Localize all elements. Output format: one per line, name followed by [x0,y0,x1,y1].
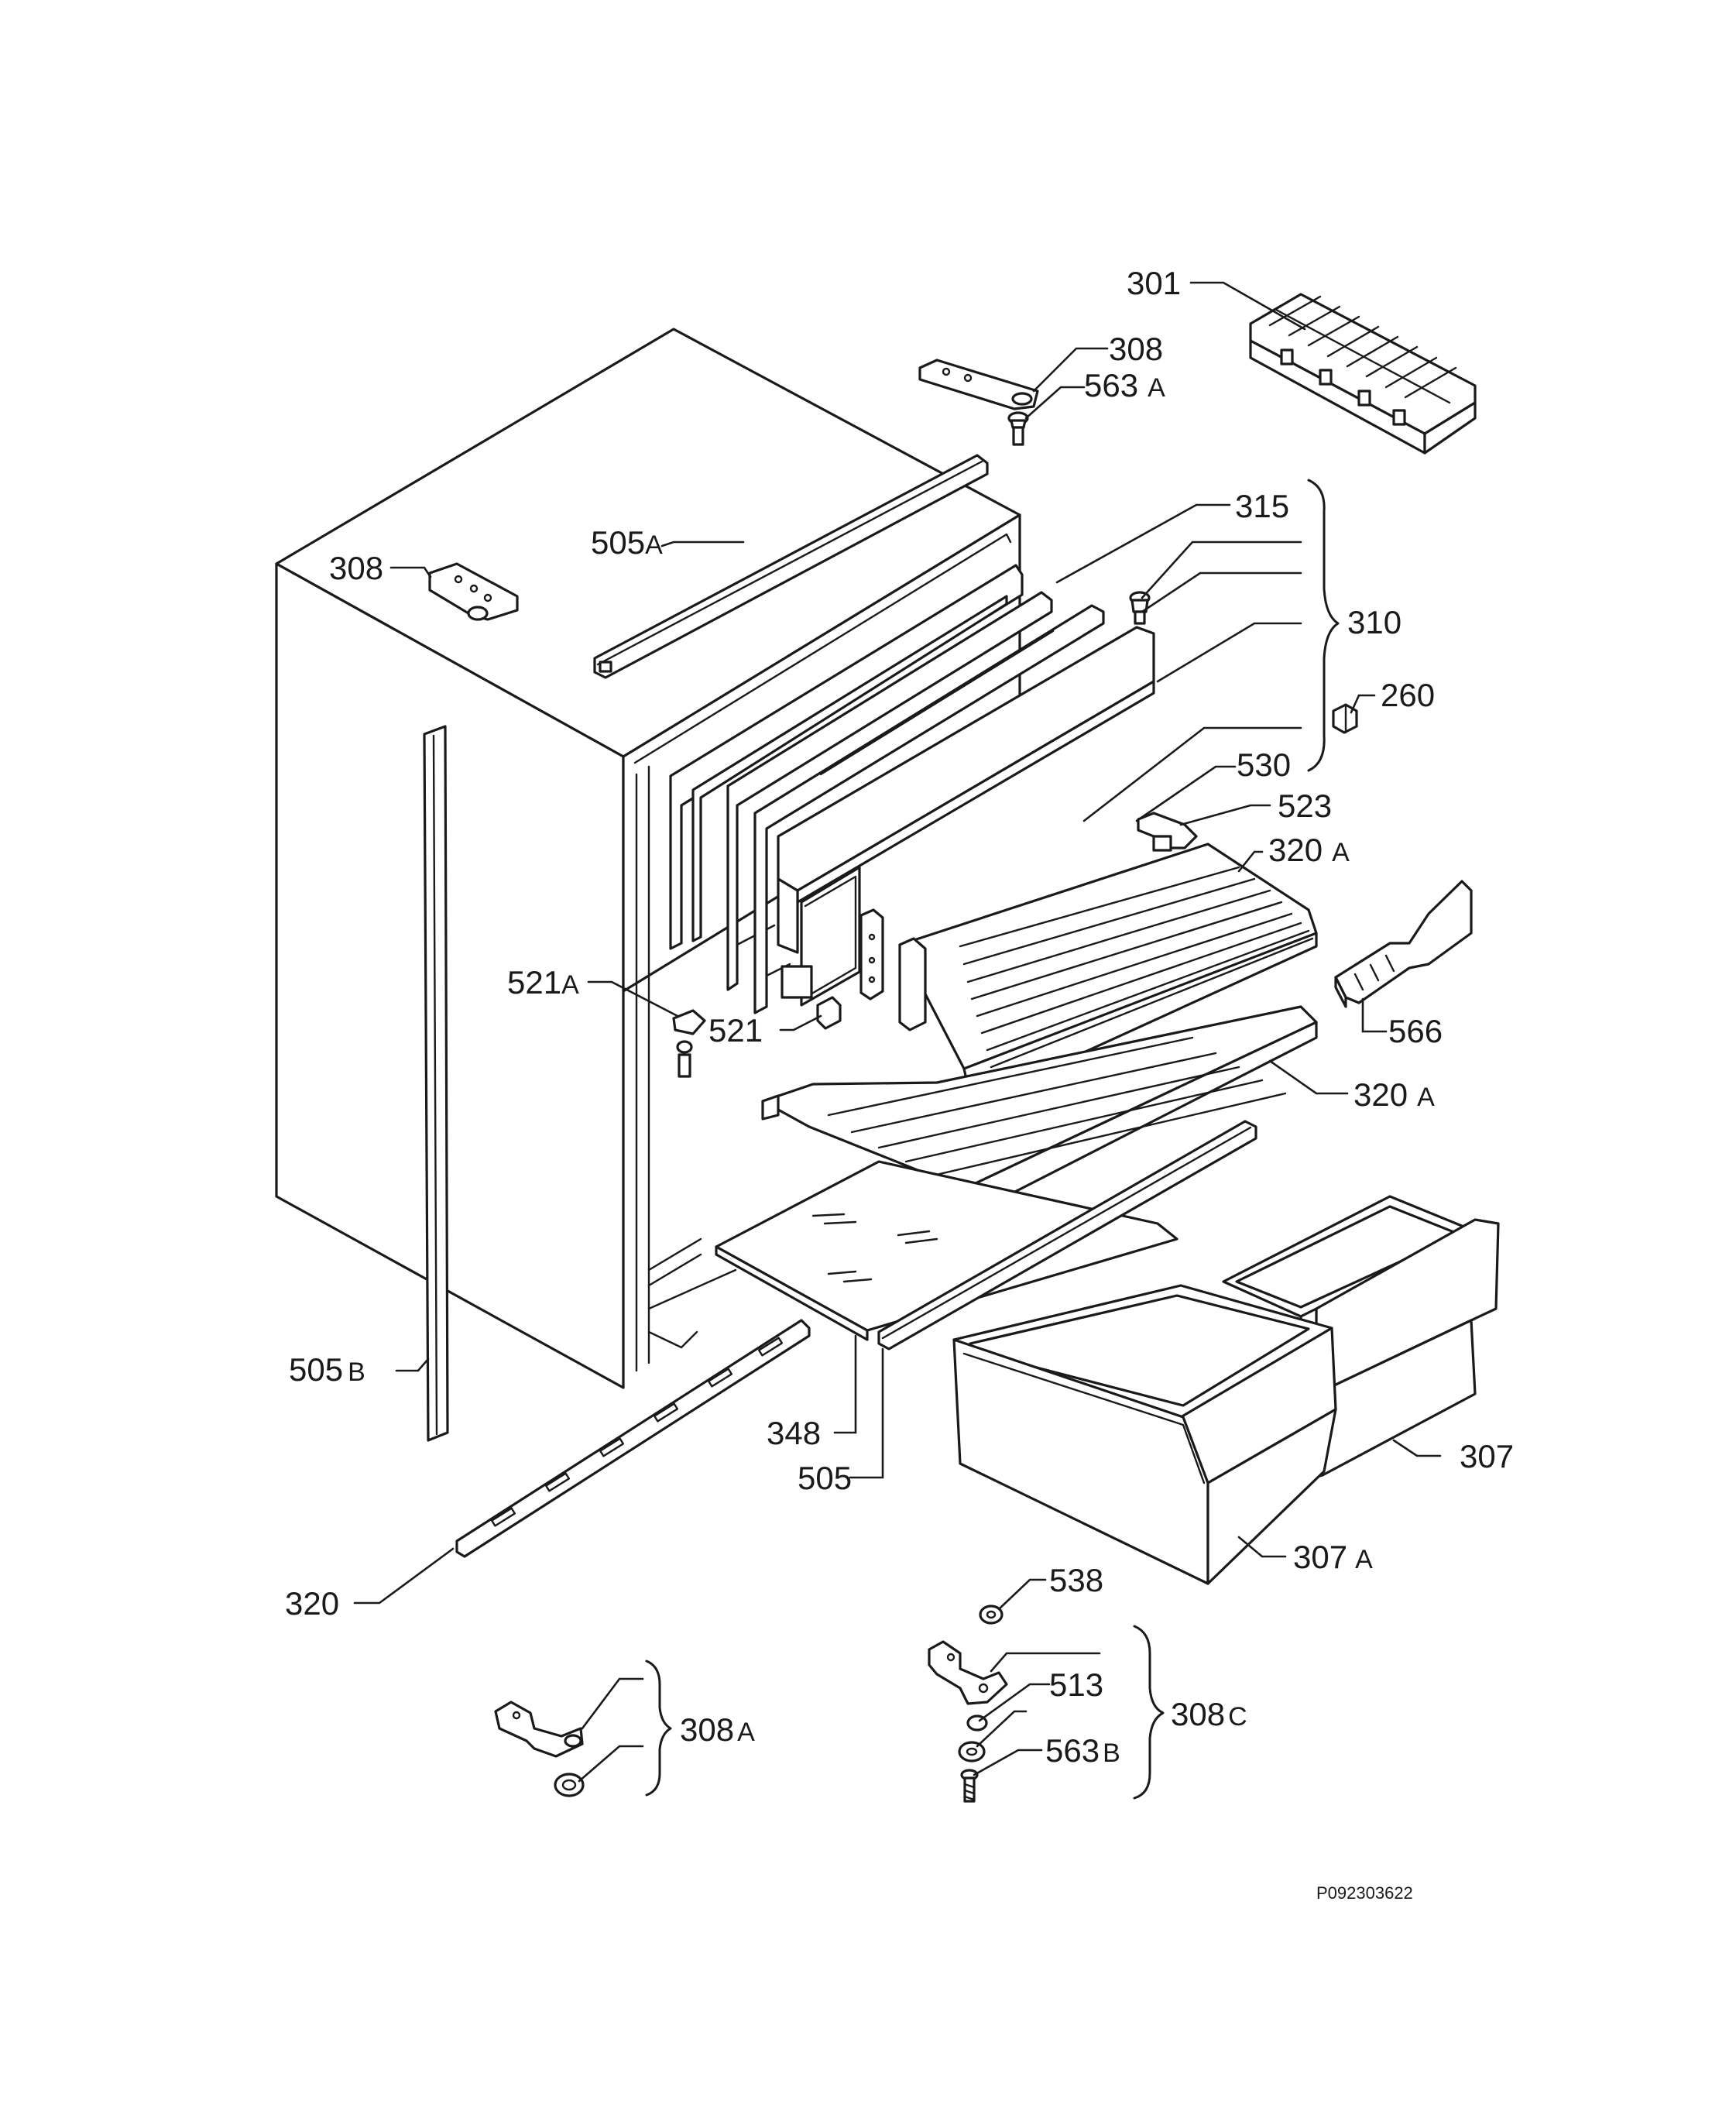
label-308-top: 308 [1109,331,1163,367]
crisper-drawer-307a [952,1284,1337,1585]
screw-310 [1129,591,1151,625]
reference-code: P092303622 [1316,1883,1413,1903]
hinge-308a [494,1701,584,1758]
door-seal-strip-505b [423,725,449,1442]
group-braces [645,479,1340,1800]
label-505a: 505A [591,524,663,561]
label-523: 523 [1278,788,1332,824]
label-315: 315 [1235,488,1289,524]
glass-shelf-348 [715,1160,1178,1341]
freezer-door-flap [777,626,1155,1007]
top-rail-505a [593,454,989,679]
bushing-521 [816,996,842,1030]
ice-scraper-566 [1334,880,1473,1008]
hinge-308c [928,1640,1008,1705]
label-301: 301 [1127,265,1181,301]
label-530: 530 [1237,747,1291,783]
washer-308c [958,1741,986,1762]
label-538: 538 [1049,1562,1103,1598]
brace-308c [1133,1625,1165,1800]
label-308-left: 308 [329,550,383,586]
leader-lines [353,281,1442,1783]
hinge-308-top [918,359,1039,410]
freezer-latch [859,908,884,1001]
screw-563b [960,1769,979,1803]
label-521: 521 [708,1012,763,1049]
label-348: 348 [767,1415,821,1451]
ice-cube-tray-301 [1249,293,1477,455]
hinge-pin-521a [672,1009,706,1078]
freezer-door-gasket-frame [669,564,1024,950]
label-310: 310 [1347,604,1401,640]
label-513: 513 [1049,1666,1103,1703]
label-307: 307 [1460,1438,1514,1474]
label-260: 260 [1381,677,1435,713]
screw-563a [1007,411,1029,446]
side-rail-320 [455,1319,811,1558]
label-505: 505 [798,1460,852,1496]
washer-538 [979,1605,1004,1625]
washer-308a [554,1773,585,1797]
front-strip-505 [877,1120,1257,1351]
brace-310 [1307,479,1340,772]
brace-308a [645,1660,672,1797]
shelf-320a-lower [761,1005,1318,1213]
hinge-308-left [428,562,519,621]
label-521a: 521A [507,964,579,1001]
label-320: 320 [285,1585,339,1622]
clip-523 [1137,812,1198,852]
label-566: 566 [1388,1013,1443,1049]
